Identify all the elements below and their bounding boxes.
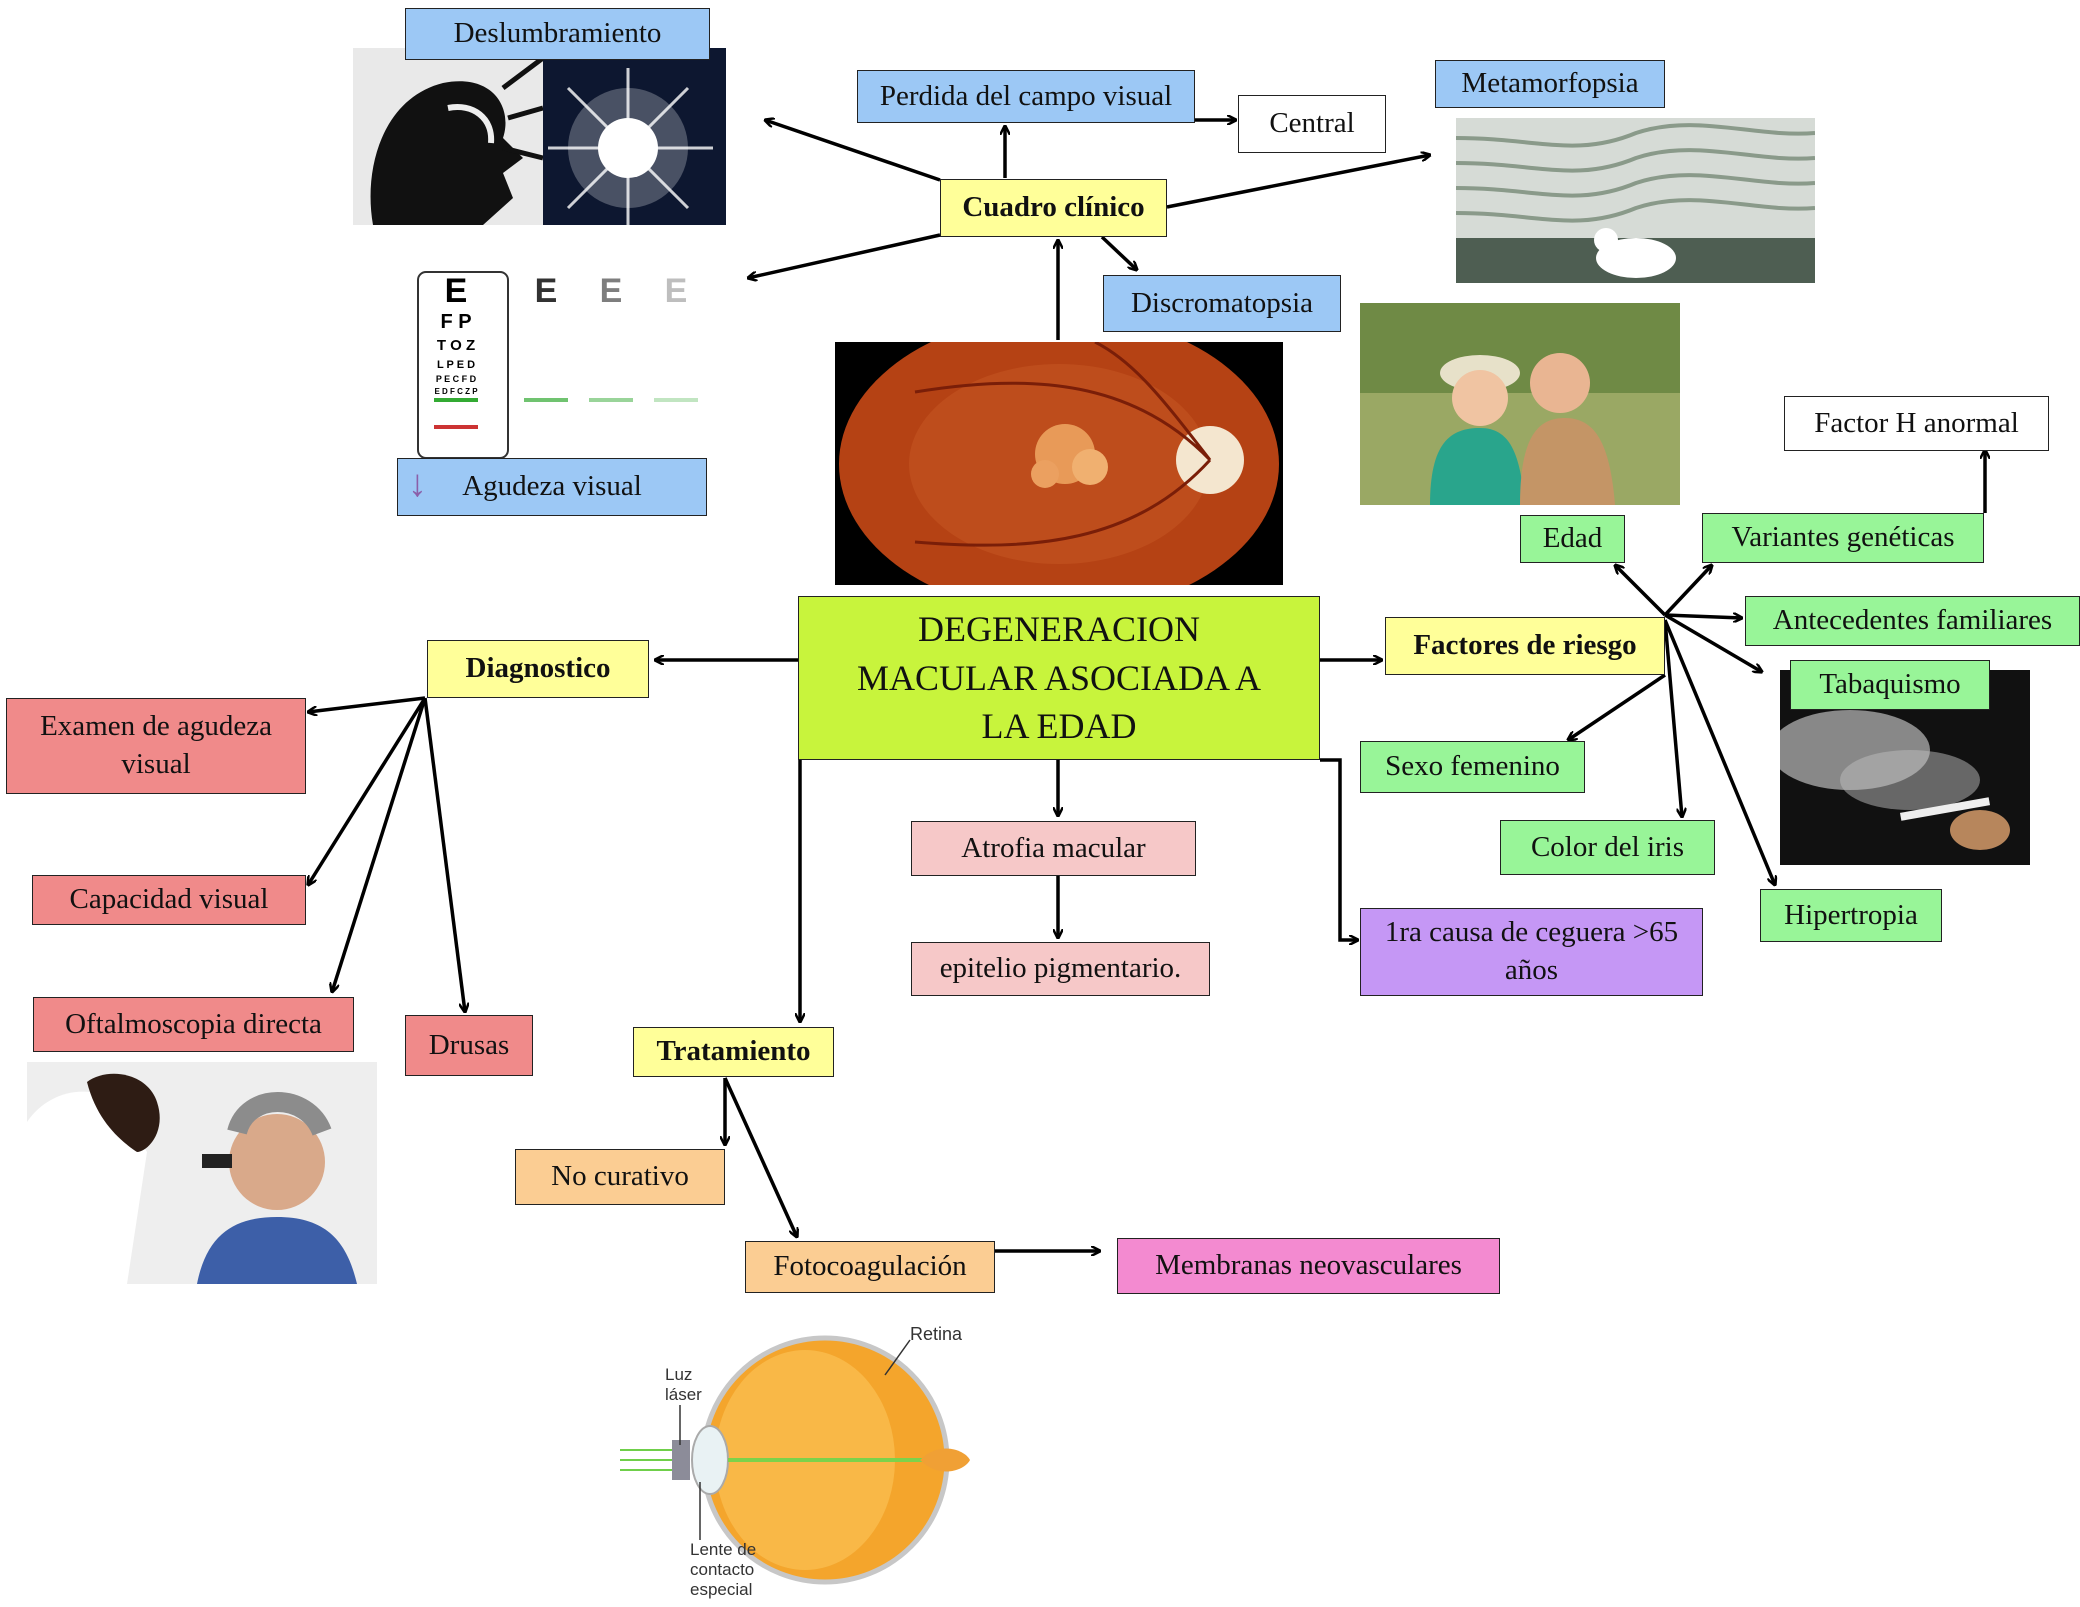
arrow-down-icon: ↓: [408, 463, 427, 505]
lens-label-2: contacto: [690, 1560, 754, 1579]
fundus-image: [835, 342, 1283, 585]
epitelio-node: epitelio pigmentario.: [911, 942, 1210, 996]
color-iris-node: Color del iris: [1500, 820, 1715, 875]
chart-row-4: L P E D: [437, 359, 475, 371]
chart-row-6: E D F C Z P: [434, 387, 478, 396]
svg-text:E: E: [535, 272, 558, 310]
agudeza-visual-label: Agudeza visual: [462, 470, 642, 503]
tratamiento-node: Tratamiento: [633, 1027, 834, 1077]
perdida-campo-node: Perdida del campo visual: [857, 70, 1195, 123]
retina-label: Retina: [910, 1324, 963, 1344]
chart-row-2: F P: [440, 311, 471, 333]
sexo-femenino-node: Sexo femenino: [1360, 741, 1585, 793]
chart-row-3: T O Z: [437, 337, 475, 354]
oftalmoscopia-node: Oftalmoscopia directa: [33, 997, 354, 1052]
deslumbramiento-node: Deslumbramiento: [405, 8, 710, 60]
chart-row-1: E: [445, 272, 468, 310]
hipertropia-node: Hipertropia: [1760, 889, 1942, 942]
metamorfopsia-node: Metamorfopsia: [1435, 60, 1665, 108]
variantes-geneticas-node: Variantes genéticas: [1702, 513, 1984, 563]
factor-h-node: Factor H anormal: [1784, 396, 2049, 451]
membranas-node: Membranas neovasculares: [1117, 1238, 1500, 1294]
factores-riesgo-node: Factores de riesgo: [1385, 617, 1665, 675]
capacidad-visual-node: Capacidad visual: [32, 875, 306, 925]
causa-ceguera-line1: 1ra causa de ceguera >65: [1384, 916, 1679, 949]
agudeza-visual-node: ↓ Agudeza visual: [397, 458, 707, 516]
causa-ceguera-line2: años: [1504, 954, 1559, 986]
fotocoagulacion-node: Fotocoagulación: [745, 1241, 995, 1293]
central-topic-line1: DEGENERACION: [918, 609, 1200, 650]
drusas-node: Drusas: [405, 1015, 533, 1076]
causa-ceguera-node: 1ra causa de ceguera >65 años: [1360, 908, 1703, 996]
edad-node: Edad: [1520, 515, 1625, 563]
metamorfopsia-image: [1456, 118, 1815, 283]
antecedentes-node: Antecedentes familiares: [1745, 596, 2080, 646]
central-topic-line2: MACULAR ASOCIADA A: [856, 657, 1262, 698]
ophthalmoscopy-image: [27, 1062, 377, 1284]
laser-label-2: láser: [665, 1385, 702, 1404]
lens-label-1: Lente de: [690, 1540, 756, 1559]
central-topic: DEGENERACION MACULAR ASOCIADA A LA EDAD: [798, 596, 1320, 760]
tabaquismo-node: Tabaquismo: [1790, 660, 1990, 710]
examen-agudeza-line2: visual: [121, 748, 191, 780]
eye-laser-diagram: Retina Luz láser Lente de contacto espec…: [620, 1310, 980, 1602]
elderly-couple-image: [1360, 303, 1680, 505]
lens-label-3: especial: [690, 1580, 752, 1599]
central-topic-line3: LA EDAD: [981, 706, 1137, 747]
discromatopsia-node: Discromatopsia: [1103, 275, 1341, 332]
diagnostico-node: Diagnostico: [427, 640, 649, 698]
eye-chart-image: E F P T O Z L P E D P E C F D E D F C Z …: [384, 270, 704, 460]
examen-agudeza-line1: Examen de agudeza: [40, 710, 272, 743]
central-node: Central: [1238, 95, 1386, 153]
chart-row-5: P E C F D: [436, 374, 477, 384]
no-curativo-node: No curativo: [515, 1149, 725, 1205]
cuadro-clinico-node: Cuadro clínico: [940, 179, 1167, 237]
glare-image: [353, 48, 726, 225]
svg-text:E: E: [665, 272, 688, 310]
atrofia-macular-node: Atrofia macular: [911, 821, 1196, 876]
laser-label-1: Luz: [665, 1365, 692, 1384]
examen-agudeza-node: Examen de agudeza visual: [6, 698, 306, 794]
svg-text:E: E: [600, 272, 623, 310]
